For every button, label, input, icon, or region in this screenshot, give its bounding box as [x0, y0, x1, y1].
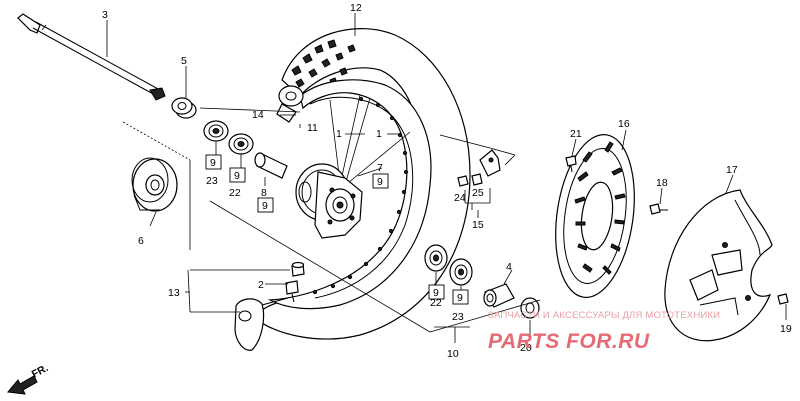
callout-labels: 3 5 12 14 11 1 1 7 8 6 23 22 2 13 4 22 2… [102, 2, 792, 360]
callout-14: 14 [252, 109, 264, 121]
callout-3: 3 [102, 9, 108, 21]
ref-box-9: 9 [262, 200, 268, 212]
callout-22b: 22 [430, 297, 442, 309]
callout-11: 11 [307, 122, 318, 134]
bearing-right-outer [424, 244, 448, 272]
leader-lines [106, 13, 787, 343]
callout-6: 6 [138, 235, 144, 247]
callout-4: 4 [506, 261, 512, 273]
watermark: ЗАПЧАСТИ И АКСЕССУАРЫ ДЛЯ МОТОТЕХНИКИ PA… [488, 310, 720, 353]
reference-boxes: 9 9 9 9 9 9 [205, 154, 469, 305]
callout-8: 8 [261, 187, 267, 199]
disk-cover-bolt [649, 203, 668, 215]
callout-13: 13 [168, 287, 180, 299]
bearing-right-inner [449, 258, 473, 286]
ref-box-9: 9 [377, 176, 383, 188]
front-direction-label: FR. [30, 362, 51, 381]
ref-box-9: 9 [433, 287, 439, 299]
ref-box-9: 9 [210, 157, 216, 169]
axle-collar [171, 97, 197, 119]
callout-5: 5 [181, 55, 187, 67]
callout-15: 15 [472, 219, 484, 231]
spokes [329, 94, 411, 186]
callout-16: 16 [618, 118, 630, 130]
callout-19: 19 [780, 323, 792, 335]
front-axle [17, 13, 166, 101]
distance-collar [254, 152, 288, 179]
front-arrow-icon: FR. [7, 362, 51, 395]
brake-disk [555, 134, 635, 298]
bearing-left-inner [228, 133, 254, 155]
ref-box-9: 9 [457, 292, 463, 304]
callout-10: 10 [447, 348, 459, 360]
rim-lock [276, 85, 304, 123]
callout-23a: 23 [206, 175, 218, 187]
callout-24: 24 [454, 192, 466, 204]
watermark-tagline: ЗАПЧАСТИ И АКСЕССУАРЫ ДЛЯ МОТОТЕХНИКИ [488, 310, 720, 321]
ref-box-9: 9 [234, 170, 240, 182]
callout-23b: 23 [452, 311, 464, 323]
callout-21: 21 [570, 128, 582, 140]
front-wheel-hub [295, 163, 363, 239]
rim-spoke-holes [312, 96, 409, 295]
speedometer-bracket [457, 149, 501, 187]
tire-knobs [291, 39, 356, 94]
callout-17: 17 [726, 164, 738, 176]
bearing-left-outer [203, 120, 229, 142]
right-side-collar [483, 283, 515, 308]
disk-cover-screw [777, 293, 789, 305]
callout-20: 20 [520, 342, 532, 354]
side-collar [131, 157, 178, 212]
callout-25: 25 [472, 187, 484, 199]
disk-vents [574, 141, 626, 275]
callout-12: 12 [350, 2, 362, 14]
disk-bolt [565, 155, 577, 173]
callout-1a: 1 [336, 128, 342, 140]
valve-nut [285, 280, 299, 303]
callout-7: 7 [377, 162, 383, 174]
watermark-brand: PARTS FOR.RU [488, 330, 650, 353]
disk-cover [664, 189, 773, 342]
valve-cap [291, 261, 305, 277]
callout-22a: 22 [229, 187, 241, 199]
front-wheel [234, 28, 471, 351]
callout-18: 18 [656, 177, 668, 189]
callout-1b: 1 [376, 128, 382, 140]
callout-2: 2 [258, 279, 264, 291]
